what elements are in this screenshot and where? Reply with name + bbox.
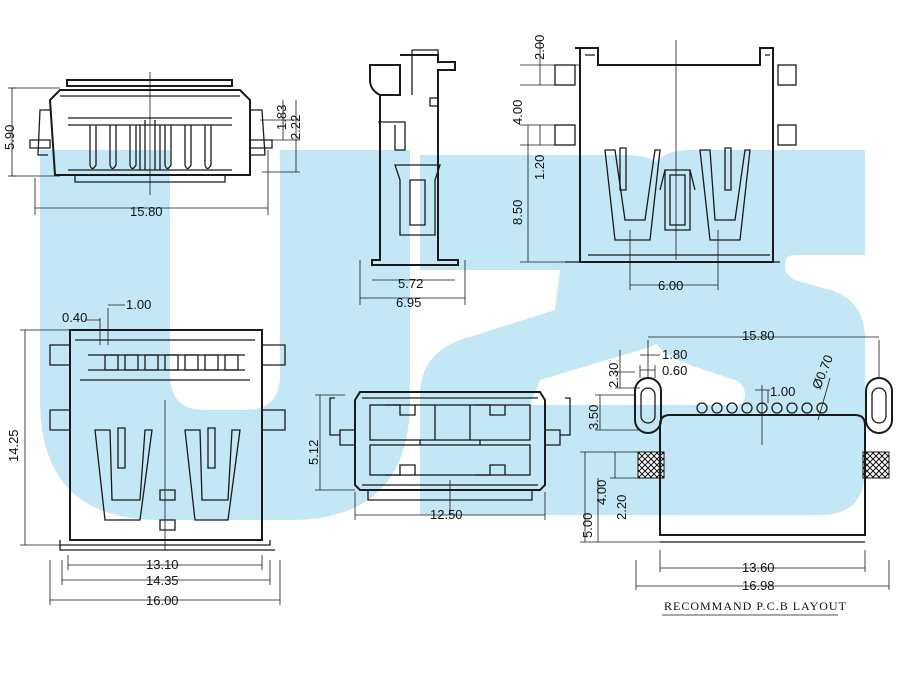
side-view [359,49,466,305]
dim-1-00-pcb: 1.00 [770,384,795,399]
dim-1-00-left: 1.00 [126,297,151,312]
dim-3-50: 3.50 [586,405,601,430]
dim-6-95: 6.95 [396,295,421,310]
dim-1-20: 1.20 [532,155,547,180]
dim-2-00: 2.00 [532,35,547,60]
front-view-top [8,72,300,215]
dim-4-00-pcb: 4.00 [594,480,609,505]
dim-5-72: 5.72 [398,276,423,291]
dim-5-90: 5.90 [2,125,17,150]
top-right-view [520,40,797,290]
dim-15-80-top: 15.80 [130,204,163,219]
dim-1-83: 1.83 [274,105,289,130]
watermark-logo [40,150,865,520]
dim-2-22: 2.22 [288,115,303,140]
dim-5-12: 5.12 [306,440,321,465]
dim-15-80-pcb: 15.80 [742,328,775,343]
dim-16-00: 16.00 [146,593,179,608]
dim-13-10: 13.10 [146,557,179,572]
dim-6-00: 6.00 [658,278,683,293]
pcb-layout-caption: RECOMMAND P.C.B LAYOUT [664,599,847,613]
dim-13-60: 13.60 [742,560,775,575]
bottom-left-view [20,304,286,605]
dim-8-50: 8.50 [510,200,525,225]
dim-0-40: 0.40 [62,310,87,325]
dim-4-00-top: 4.00 [510,100,525,125]
dim-14-35: 14.35 [146,573,179,588]
front-opening-view [315,391,571,520]
dim-12-50: 12.50 [430,507,463,522]
pcb-layout-view [580,336,893,616]
dim-0-60: 0.60 [662,363,687,378]
dim-2-30: 2.30 [606,363,621,388]
dim-1-80: 1.80 [662,347,687,362]
dim-2-20: 2.20 [614,495,629,520]
dim-5-00: 5.00 [580,513,595,538]
dim-14-25: 14.25 [6,429,21,462]
dim-16-98: 16.98 [742,578,775,593]
